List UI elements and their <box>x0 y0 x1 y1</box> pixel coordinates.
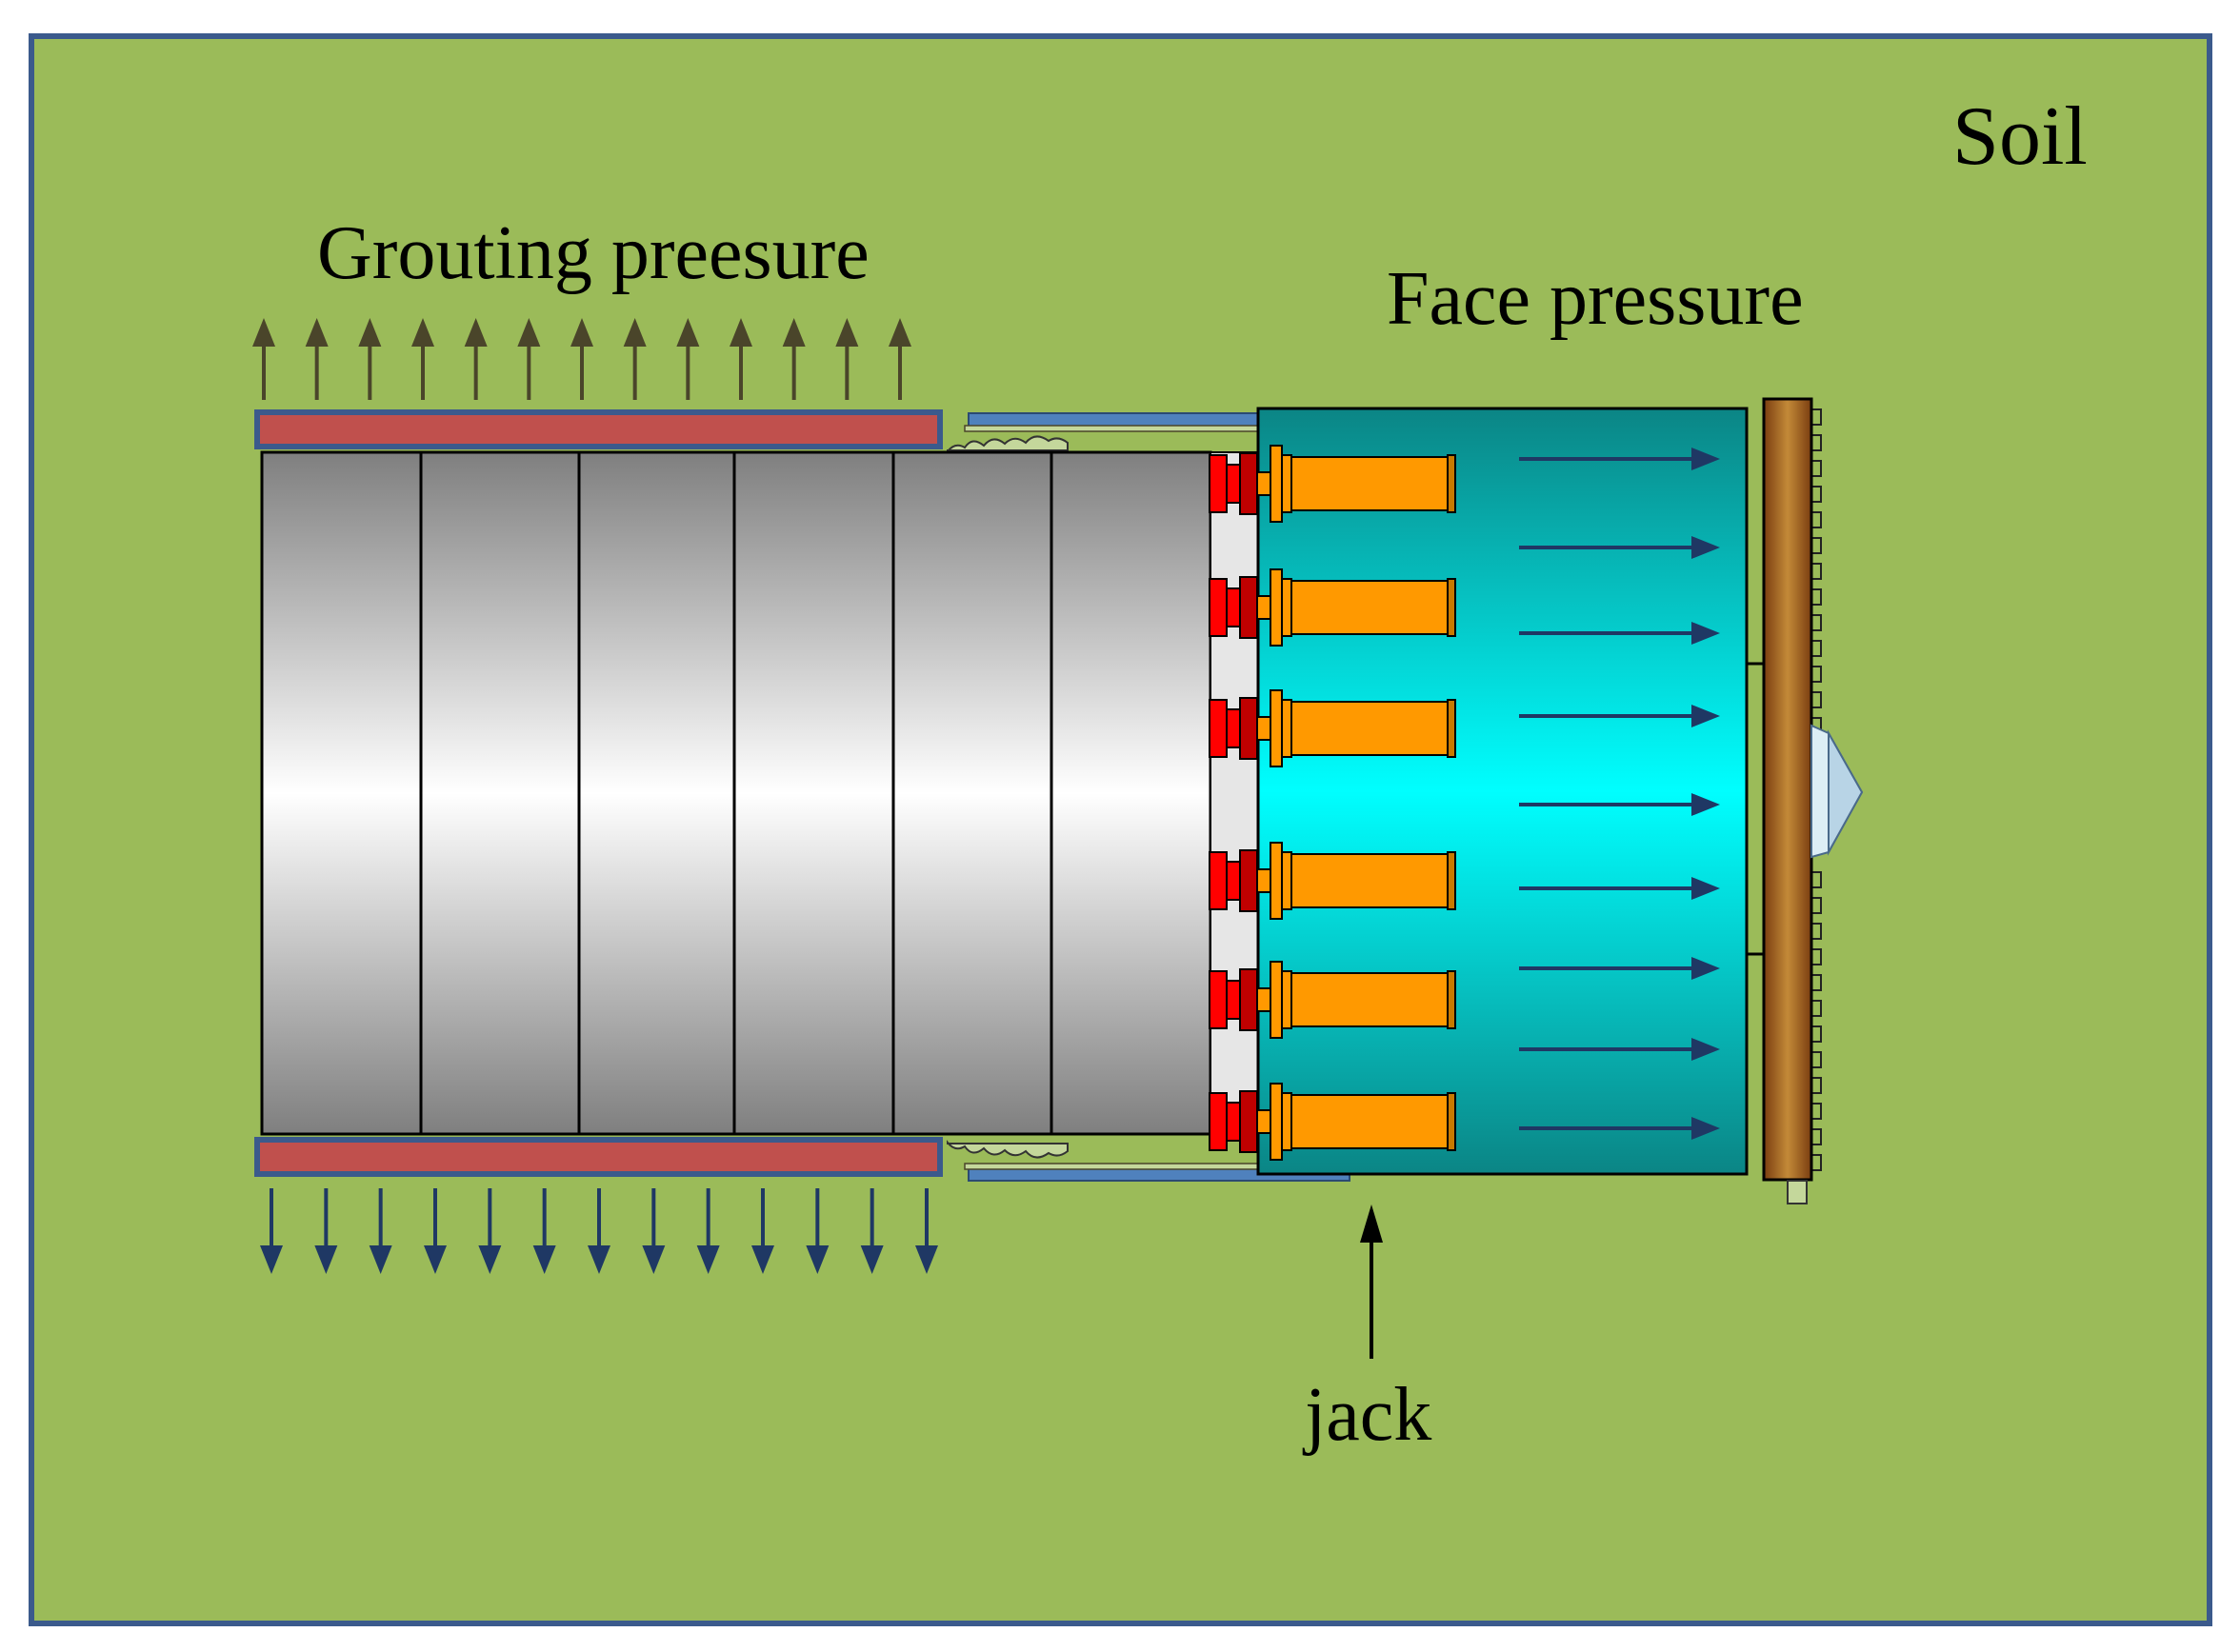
jack <box>1209 568 1456 647</box>
shield-body <box>1256 407 1749 1176</box>
cutter-head <box>1747 397 1864 1204</box>
jack <box>1209 1083 1456 1161</box>
grout-arrow-down-head <box>478 1245 502 1274</box>
grout-arrow-down-head <box>369 1245 392 1274</box>
grout-arrow-down-head <box>751 1245 774 1274</box>
tail-seal-bottom <box>947 1140 1351 1182</box>
jack <box>1209 961 1456 1039</box>
grout-arrow-down-head <box>424 1245 447 1274</box>
lining-segment <box>1050 450 1212 1136</box>
grout-arrow-down-head <box>314 1245 338 1274</box>
face-arrow-head <box>1691 877 1720 900</box>
grouting-arrows-up <box>252 318 911 400</box>
face-arrow-head <box>1691 1038 1720 1061</box>
face-pressure-label: Face pressure <box>1387 257 1804 341</box>
grout-arrow-down-head <box>806 1245 830 1274</box>
jack-pointer-arrow <box>1360 1204 1383 1359</box>
grout-arrow-up-head <box>464 318 488 347</box>
face-arrow-head <box>1691 1117 1720 1140</box>
grout-band-bottom <box>254 1137 943 1177</box>
jack-label: jack <box>1302 1373 1431 1457</box>
lining-segment <box>891 450 1053 1136</box>
jack <box>1209 445 1456 523</box>
face-arrow-head <box>1691 448 1720 470</box>
grout-arrow-down-head <box>696 1245 720 1274</box>
grout-arrow-up-head <box>570 318 593 347</box>
grout-arrow-up-head <box>252 318 275 347</box>
jack <box>1209 689 1456 767</box>
lining-segment <box>732 450 895 1136</box>
grout-arrow-down-head <box>915 1245 938 1274</box>
grout-arrow-up-head <box>676 318 700 347</box>
grouting-pressure-label: Grouting preesure <box>317 211 870 295</box>
face-arrow-head <box>1691 793 1720 816</box>
grout-arrow-up-head <box>358 318 382 347</box>
lining-segment <box>577 450 736 1136</box>
grout-arrow-up-head <box>730 318 752 347</box>
lining-segments <box>260 450 1259 1136</box>
grout-arrow-down-head <box>588 1245 610 1274</box>
grout-arrow-down-head <box>642 1245 666 1274</box>
lining-segment <box>419 450 581 1136</box>
soil-label: Soil <box>1952 90 2088 183</box>
segment-gap <box>1210 451 1259 1135</box>
grout-arrow-up-head <box>305 318 329 347</box>
face-arrow-head <box>1691 622 1720 645</box>
grout-arrow-up-head <box>623 318 647 347</box>
face-pressure-arrows <box>1519 448 1720 1140</box>
grout-arrow-up-head <box>782 318 806 347</box>
grout-arrow-up-head <box>411 318 434 347</box>
grout-arrow-down-head <box>860 1245 884 1274</box>
grout-arrow-up-head <box>835 318 859 347</box>
grout-arrow-down-head <box>532 1245 556 1274</box>
face-arrow-head <box>1691 536 1720 559</box>
grout-arrow-up-head <box>889 318 911 347</box>
face-arrow-head <box>1691 705 1720 727</box>
grout-arrow-down-head <box>260 1245 283 1274</box>
grout-band-top <box>254 409 943 449</box>
jack <box>1209 842 1456 920</box>
grouting-arrows-down <box>260 1188 938 1274</box>
thrust-jacks <box>1209 445 1456 1161</box>
face-arrow-head <box>1691 957 1720 980</box>
grout-arrow-up-head <box>517 318 541 347</box>
lining-segment <box>260 450 423 1136</box>
